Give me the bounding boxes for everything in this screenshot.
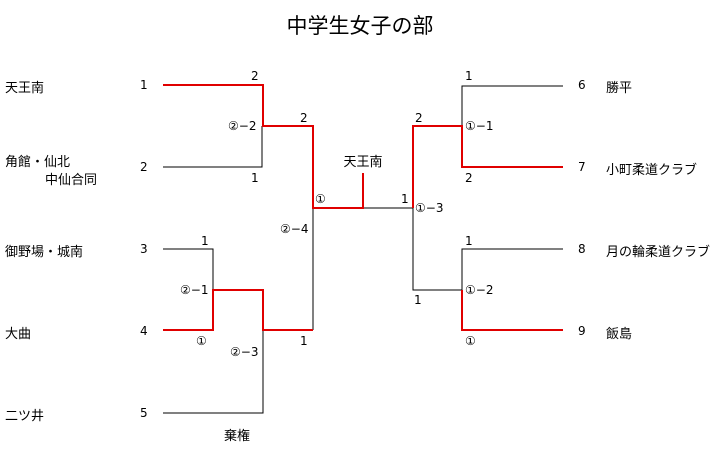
score-label: 2 xyxy=(465,171,473,185)
score-label: 1 xyxy=(465,69,473,83)
score-label: ②−3 xyxy=(230,345,259,359)
line-team2 xyxy=(163,126,263,168)
win-team4 xyxy=(163,289,313,331)
score-label: 1 xyxy=(251,171,259,185)
team-seed: 2 xyxy=(140,160,148,174)
team-name: 大曲 xyxy=(5,327,32,342)
team-name: 二ツ井 xyxy=(5,409,45,424)
win-team1 xyxy=(163,84,364,209)
team-seed: 8 xyxy=(578,242,586,256)
score-label: 1 xyxy=(201,234,209,248)
team-name: 勝平 xyxy=(606,81,633,96)
score-label: 2 xyxy=(251,69,259,83)
line-team3 xyxy=(163,248,214,290)
score-label: ①−2 xyxy=(465,283,494,297)
score-label: 2 xyxy=(300,111,308,125)
score-label: ①−1 xyxy=(465,119,494,133)
win-team7 xyxy=(412,125,563,208)
team-seed: 7 xyxy=(578,160,586,174)
page-title: 中学生女子の部 xyxy=(286,14,434,38)
score-label: 1 xyxy=(414,293,422,307)
team-name: 御野場・城南 xyxy=(5,245,84,260)
score-label: ① xyxy=(315,192,326,206)
team-seed: 1 xyxy=(140,78,148,92)
team-seed: 9 xyxy=(578,324,586,338)
team-name-line2: 中仙合同 xyxy=(45,173,98,188)
score-label: ① xyxy=(465,334,476,348)
team-seed: 3 xyxy=(140,242,148,256)
line-right-semi-bottom xyxy=(412,208,462,291)
champion-name: 天王南 xyxy=(343,155,383,170)
team-seed: 5 xyxy=(140,406,148,420)
line-team8 xyxy=(461,248,563,290)
forfeit-label: 棄権 xyxy=(224,429,251,444)
score-label: ②−4 xyxy=(280,222,309,236)
team-name: 小町柔道クラブ xyxy=(606,163,698,178)
team-name: 飯島 xyxy=(606,327,633,342)
team-name: 月の輪柔道クラブ xyxy=(606,245,711,260)
team-seed: 4 xyxy=(140,324,148,338)
line-team6 xyxy=(461,85,563,126)
score-label: ②−2 xyxy=(228,119,257,133)
score-label: ①−3 xyxy=(415,201,444,215)
score-label: 1 xyxy=(401,192,409,206)
score-label: 1 xyxy=(300,334,308,348)
score-label: ②−1 xyxy=(180,283,209,297)
team-name: 角館・仙北 xyxy=(5,155,71,170)
score-label: ① xyxy=(196,334,207,348)
team-name: 天王南 xyxy=(5,81,45,96)
team-seed: 6 xyxy=(578,78,586,92)
win-team9 xyxy=(461,290,563,331)
score-label: 2 xyxy=(415,111,423,125)
line-team5 xyxy=(163,330,264,414)
score-label: 1 xyxy=(465,234,473,248)
